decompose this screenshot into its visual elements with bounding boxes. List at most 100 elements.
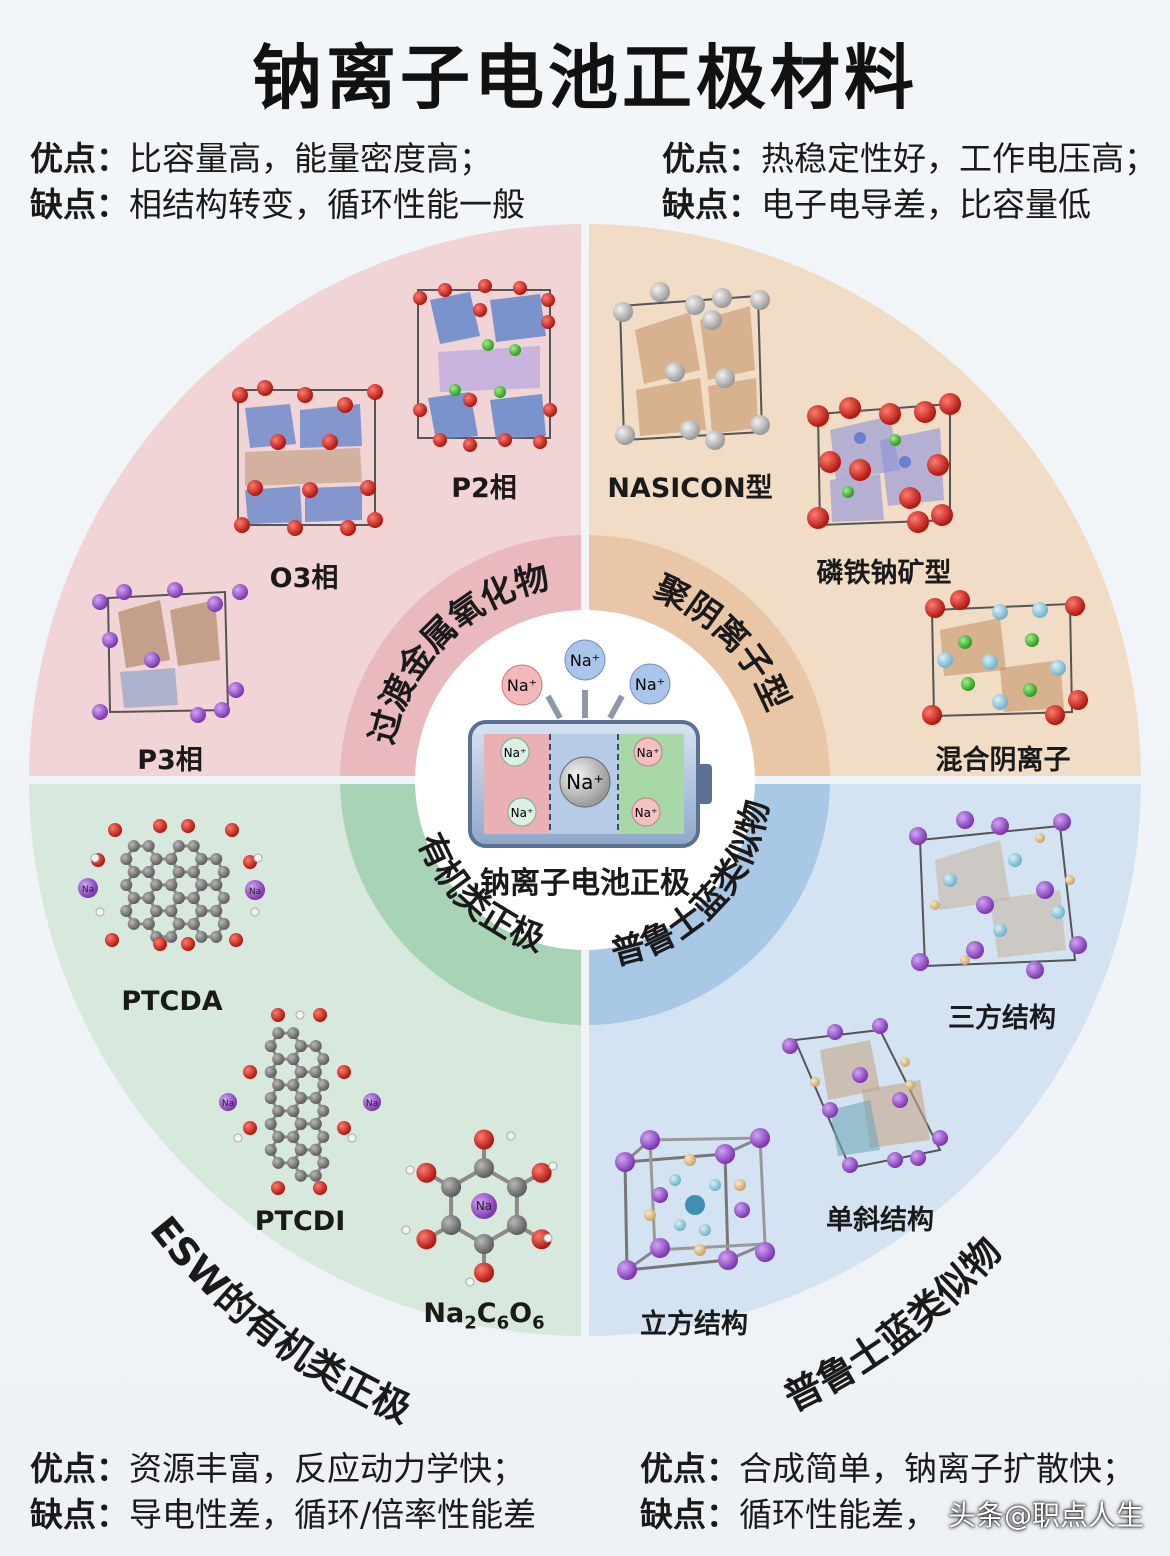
sodium-atom: [363, 1093, 381, 1111]
pro-key: 优点：: [662, 139, 761, 178]
con-text: 导电性差，循环/倍率性能差: [129, 1495, 537, 1534]
oxygen-atom: [153, 819, 167, 833]
label-trigonal: 三方结构: [948, 1003, 1056, 1034]
carbon-atom: [474, 1234, 494, 1254]
con-text: 相结构转变，循环性能一般: [129, 185, 525, 224]
pro-text: 资源丰富，反应动力学快；: [129, 1449, 525, 1488]
label-olivine: 磷铁钠矿型: [816, 558, 952, 589]
pro-text: 合成简单，钠离子扩散快；: [739, 1449, 1135, 1488]
oxygen-atom: [337, 1121, 351, 1135]
label-p3: P3相: [137, 745, 203, 776]
hydrogen-atom: [253, 853, 263, 863]
oxygen-atom: [105, 933, 119, 947]
label-o3: O3相: [269, 563, 339, 594]
watermark: 头条@职点人生: [947, 1499, 1144, 1532]
na2c6o6-molecule: Na: [401, 1129, 558, 1287]
con-key: 缺点：: [640, 1495, 739, 1534]
ion-label: Na⁺: [635, 675, 665, 694]
carbon-atom: [506, 1177, 527, 1197]
ion-label: Na⁺: [507, 676, 537, 695]
label-nasicon: NASICON型: [607, 473, 773, 504]
hydrogen-atom: [295, 1010, 305, 1020]
oxygen-atom: [243, 1065, 257, 1079]
con-key: 缺点：: [30, 185, 129, 224]
mixed-anion-structure: [922, 590, 1088, 725]
sodium-atom: [245, 880, 265, 900]
oxygen-atom: [416, 1162, 437, 1183]
hydrogen-atom: [465, 1277, 475, 1287]
p2-structure: [413, 279, 557, 452]
pros-cons-bottom-right: 优点：合成简单，钠离子扩散快； 缺点：循环性能差，: [640, 1446, 1135, 1538]
hydrogen-atom: [405, 1165, 415, 1175]
pros-cons-top-right: 优点：热稳定性好，工作电压高； 缺点：电子电导差，比容量低: [662, 136, 1157, 228]
ion-label: Na⁺: [570, 651, 600, 670]
oxygen-atom: [153, 937, 167, 951]
label-na2c6o6: Na2C6O6: [423, 1298, 545, 1334]
con-key: 缺点：: [30, 1495, 129, 1534]
oxygen-atom: [531, 1162, 552, 1183]
trigonal-structure: [909, 811, 1087, 979]
oxygen-atom: [271, 1008, 285, 1022]
ion-label: Na⁺: [637, 746, 660, 760]
label-mixed-anion: 混合阴离子: [935, 745, 1071, 776]
oxygen-atom: [229, 933, 243, 947]
sodium-atom-label: Na: [366, 1099, 378, 1109]
ion-label: Na⁺: [635, 806, 658, 820]
oxygen-atom: [313, 1181, 327, 1195]
ion-label: Na⁺: [504, 746, 527, 760]
con-text: 电子电导差，比容量低: [761, 185, 1091, 224]
pro-text: 热稳定性好，工作电压高；: [761, 139, 1157, 178]
pro-key: 优点：: [30, 139, 129, 178]
sodium-atom-label: Na: [476, 1199, 492, 1213]
ion-label: Na⁺: [511, 806, 534, 820]
page-title: 钠离子电池正极材料: [252, 37, 918, 119]
p3-structure: [92, 582, 248, 723]
hydrogen-atom: [250, 907, 260, 917]
label-monoclinic: 单斜结构: [826, 1205, 934, 1236]
sodium-ion-markers: [500, 639, 671, 827]
pro-text: 比容量高，能量密度高；: [129, 139, 492, 178]
oxygen-atom: [243, 1121, 257, 1135]
nasicon-structure: [613, 282, 770, 450]
hydrogen-atom: [543, 1233, 553, 1243]
hydrogen-atom: [548, 1161, 558, 1171]
center-caption: 钠离子电池正极: [480, 866, 690, 901]
carbon-atom: [441, 1177, 462, 1197]
oxygen-atom: [474, 1262, 494, 1283]
oxygen-atom: [416, 1229, 437, 1250]
sodium-atom-label: Na: [222, 1099, 234, 1109]
hydrogen-atom: [233, 1133, 243, 1143]
pros-cons-bottom-left: 优点：资源丰富，反应动力学快； 缺点：导电性差，循环/倍率性能差: [30, 1446, 536, 1538]
label-ptcdi: PTCDI: [254, 1206, 346, 1237]
carbon-atom: [474, 1158, 494, 1178]
oxygen-atom: [108, 823, 122, 837]
sodium-atom-label: Na: [82, 885, 94, 895]
monoclinic-structure: [782, 1018, 948, 1173]
hydrogen-atom: [506, 1131, 516, 1141]
oxygen-atom: [181, 937, 195, 951]
ion-label-large: Na⁺: [566, 770, 604, 794]
oxygen-atom: [337, 1065, 351, 1079]
oxygen-atom: [313, 1008, 327, 1022]
con-key: 缺点：: [662, 185, 761, 224]
hydrogen-atom: [401, 1225, 411, 1235]
label-ptcda: PTCDA: [121, 986, 223, 1017]
pros-cons-top-left: 优点：比容量高，能量密度高； 缺点：相结构转变，循环性能一般: [30, 136, 525, 228]
sodium-atom: [471, 1193, 497, 1219]
sodium-atom: [78, 878, 98, 898]
oxygen-atom: [181, 819, 195, 833]
cubic-structure: [615, 1128, 775, 1280]
hydrogen-atom: [95, 907, 105, 917]
carbon-atom: [506, 1215, 527, 1235]
pro-key: 优点：: [30, 1449, 129, 1488]
oxygen-atom: [271, 1181, 285, 1195]
sodium-atom: [219, 1093, 237, 1111]
carbon-atom: [441, 1215, 462, 1235]
oxygen-atom: [243, 855, 257, 869]
hydrogen-atom: [90, 853, 100, 863]
con-text: 循环性能差，: [739, 1495, 937, 1534]
oxygen-atom: [225, 823, 239, 837]
ptcdi-molecule: Na Na: [219, 1008, 381, 1195]
